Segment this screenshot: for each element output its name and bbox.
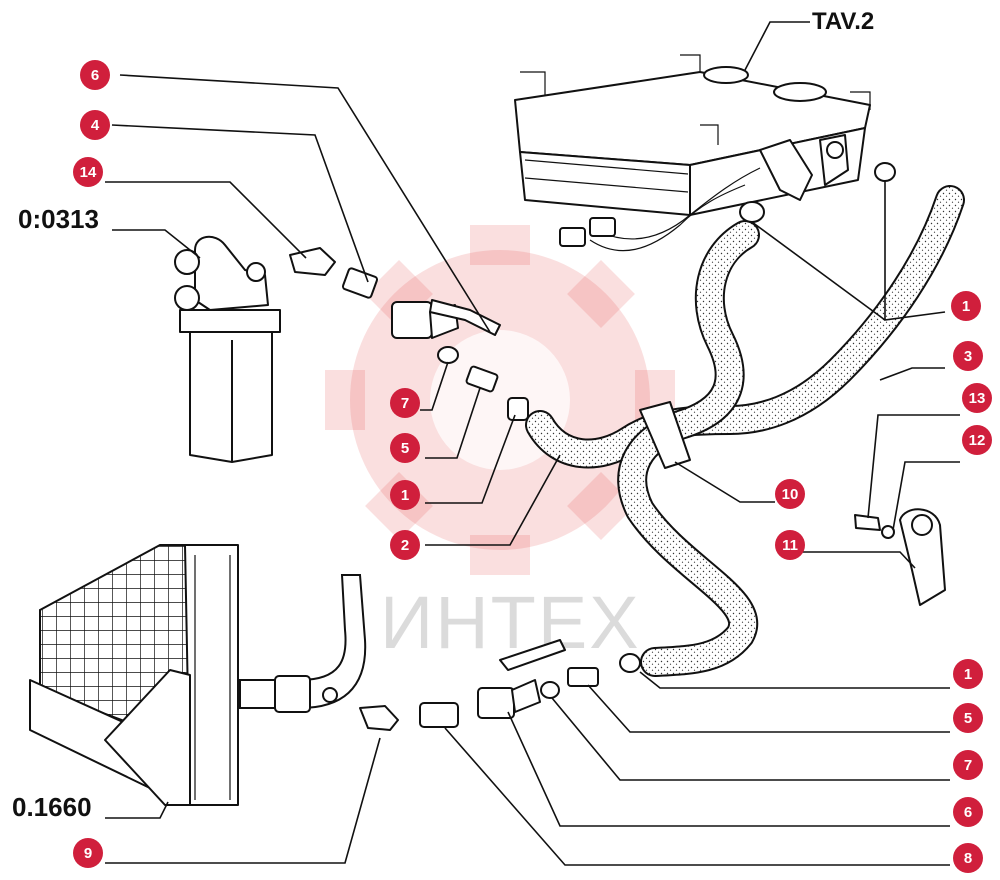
callout-badge (953, 750, 983, 780)
radiator-outlet-pipe (239, 574, 367, 713)
heater-unit (514, 54, 871, 216)
callout-number: 8 (964, 850, 972, 867)
callout-badge (953, 659, 983, 689)
tav-leader (744, 21, 810, 71)
callout-number: 13 (969, 390, 986, 407)
callout-1-left[interactable]: 1 (390, 480, 420, 510)
callout-badge (953, 797, 983, 827)
callout-3[interactable]: 3 (953, 341, 983, 371)
callout-7-left[interactable]: 7 (390, 388, 420, 418)
callout-badge (73, 157, 103, 187)
callout-badge (951, 291, 981, 321)
wiring-harness (559, 167, 761, 252)
bracket-assembly (854, 508, 946, 606)
callout-7-right[interactable]: 7 (953, 750, 983, 780)
callout-badge (962, 383, 992, 413)
callout-8[interactable]: 8 (953, 843, 983, 873)
callout-number: 7 (964, 757, 972, 774)
ref-top-leader (112, 229, 201, 259)
watermark-text: ИНТЕХ (380, 581, 641, 664)
callout-number: 6 (91, 67, 99, 84)
callout-number: 7 (401, 395, 409, 412)
callout-12[interactable]: 12 (962, 425, 992, 455)
callout-number: 11 (782, 537, 798, 554)
callout-14[interactable]: 14 (73, 157, 103, 187)
callout-4[interactable]: 4 (80, 110, 110, 140)
callout-badge (953, 843, 983, 873)
filter-housing (174, 235, 281, 463)
callout-number: 2 (401, 537, 409, 554)
upper-fittings (289, 247, 529, 421)
callout-number: 4 (91, 117, 100, 134)
lower-fittings (359, 639, 641, 731)
callout-badge (390, 433, 420, 463)
callout-number: 12 (969, 432, 986, 449)
heater-valve-bracket (759, 134, 849, 201)
callout-number: 6 (964, 804, 972, 821)
callout-5-left[interactable]: 5 (390, 433, 420, 463)
callout-badge (80, 110, 110, 140)
callout-6-bottom[interactable]: 6 (953, 797, 983, 827)
callout-number: 10 (782, 486, 799, 503)
callout-11[interactable]: 11 (775, 530, 805, 560)
hoses (525, 162, 965, 677)
leader-lines (105, 74, 960, 866)
callout-number: 14 (80, 164, 97, 181)
callout-number: 5 (964, 710, 972, 727)
tav-label: TAV.2 (812, 8, 874, 35)
callout-13[interactable]: 13 (962, 383, 992, 413)
callout-number: 1 (401, 487, 409, 504)
callout-number: 5 (401, 440, 409, 457)
callout-1-right-top[interactable]: 1 (951, 291, 981, 321)
callout-badge (390, 480, 420, 510)
ref-top-label: 0:0313 (18, 204, 99, 234)
callout-badge (775, 530, 805, 560)
callout-badge (390, 530, 420, 560)
callout-6-top[interactable]: 6 (80, 60, 110, 90)
callout-badge (953, 341, 983, 371)
callout-badge (962, 425, 992, 455)
callout-number: 9 (84, 845, 92, 862)
callout-9[interactable]: 9 (73, 838, 103, 868)
ref-bottom-label: 0.1660 (12, 792, 92, 822)
callout-2[interactable]: 2 (390, 530, 420, 560)
callout-1-right-bottom[interactable]: 1 (953, 659, 983, 689)
callout-badge (80, 60, 110, 90)
callout-number: 3 (964, 348, 972, 365)
callout-badge (953, 703, 983, 733)
callout-badge (390, 388, 420, 418)
hose-clip (639, 401, 691, 469)
callout-badge (775, 479, 805, 509)
callout-10[interactable]: 10 (775, 479, 805, 509)
radiator (29, 544, 239, 806)
ref-bottom-leader (105, 801, 169, 819)
callout-badge (73, 838, 103, 868)
callout-number: 1 (962, 298, 970, 315)
callout-5-right[interactable]: 5 (953, 703, 983, 733)
callout-number: 1 (964, 666, 972, 683)
